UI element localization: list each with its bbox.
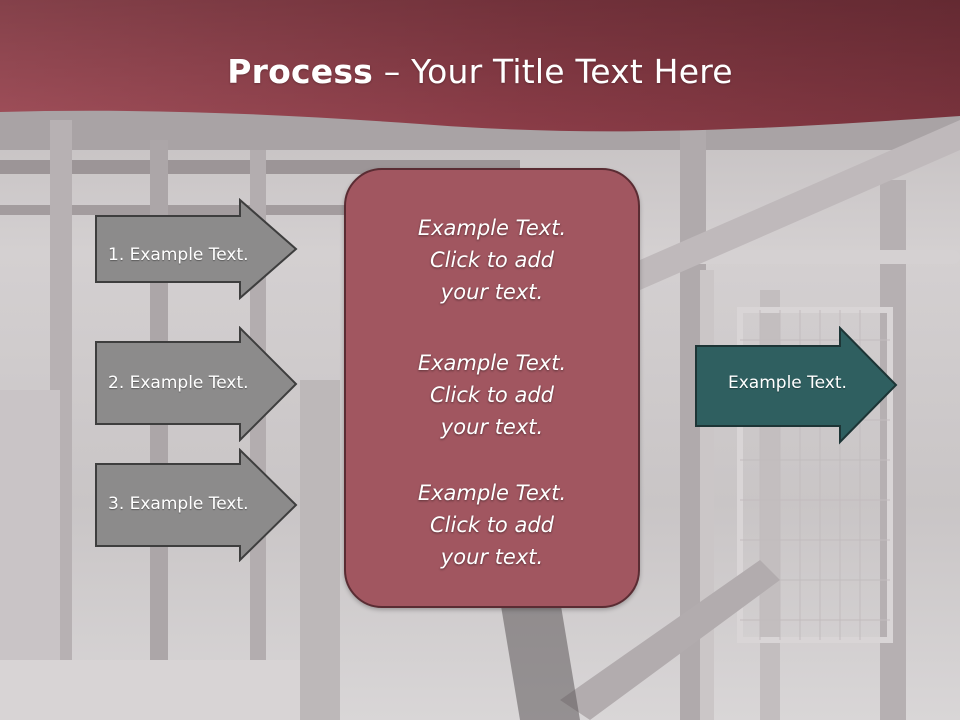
center-content-box[interactable]	[344, 168, 640, 608]
center-text-line: Example Text.	[417, 216, 567, 240]
center-text-block-3[interactable]: Example Text. Click to add your text.	[344, 477, 640, 573]
center-text-line: Click to add	[429, 383, 554, 407]
result-label: Example Text.	[728, 373, 847, 393]
center-text-line: your text.	[440, 545, 544, 569]
step-arrow-3[interactable]	[94, 448, 300, 562]
step-label-1: 1. Example Text.	[108, 245, 249, 265]
header-band	[0, 0, 960, 132]
step-arrow-2[interactable]	[94, 326, 300, 442]
step-label-2: 2. Example Text.	[108, 373, 249, 393]
center-text-line: Click to add	[429, 513, 554, 537]
step-arrow-1[interactable]	[94, 198, 300, 300]
center-text-block-1[interactable]: Example Text. Click to add your text.	[344, 212, 640, 308]
center-text-line: your text.	[440, 280, 544, 304]
center-text-line: Example Text.	[417, 351, 567, 375]
center-text-line: Click to add	[429, 248, 554, 272]
title-rest: – Your Title Text Here	[373, 52, 733, 91]
title-bold: Process	[227, 52, 374, 91]
result-arrow[interactable]	[694, 326, 900, 446]
center-text-line: Example Text.	[417, 481, 567, 505]
center-text-line: your text.	[440, 415, 544, 439]
slide-title[interactable]: Process – Your Title Text Here	[0, 52, 960, 91]
step-label-3: 3. Example Text.	[108, 494, 249, 514]
center-text-block-2[interactable]: Example Text. Click to add your text.	[344, 347, 640, 443]
